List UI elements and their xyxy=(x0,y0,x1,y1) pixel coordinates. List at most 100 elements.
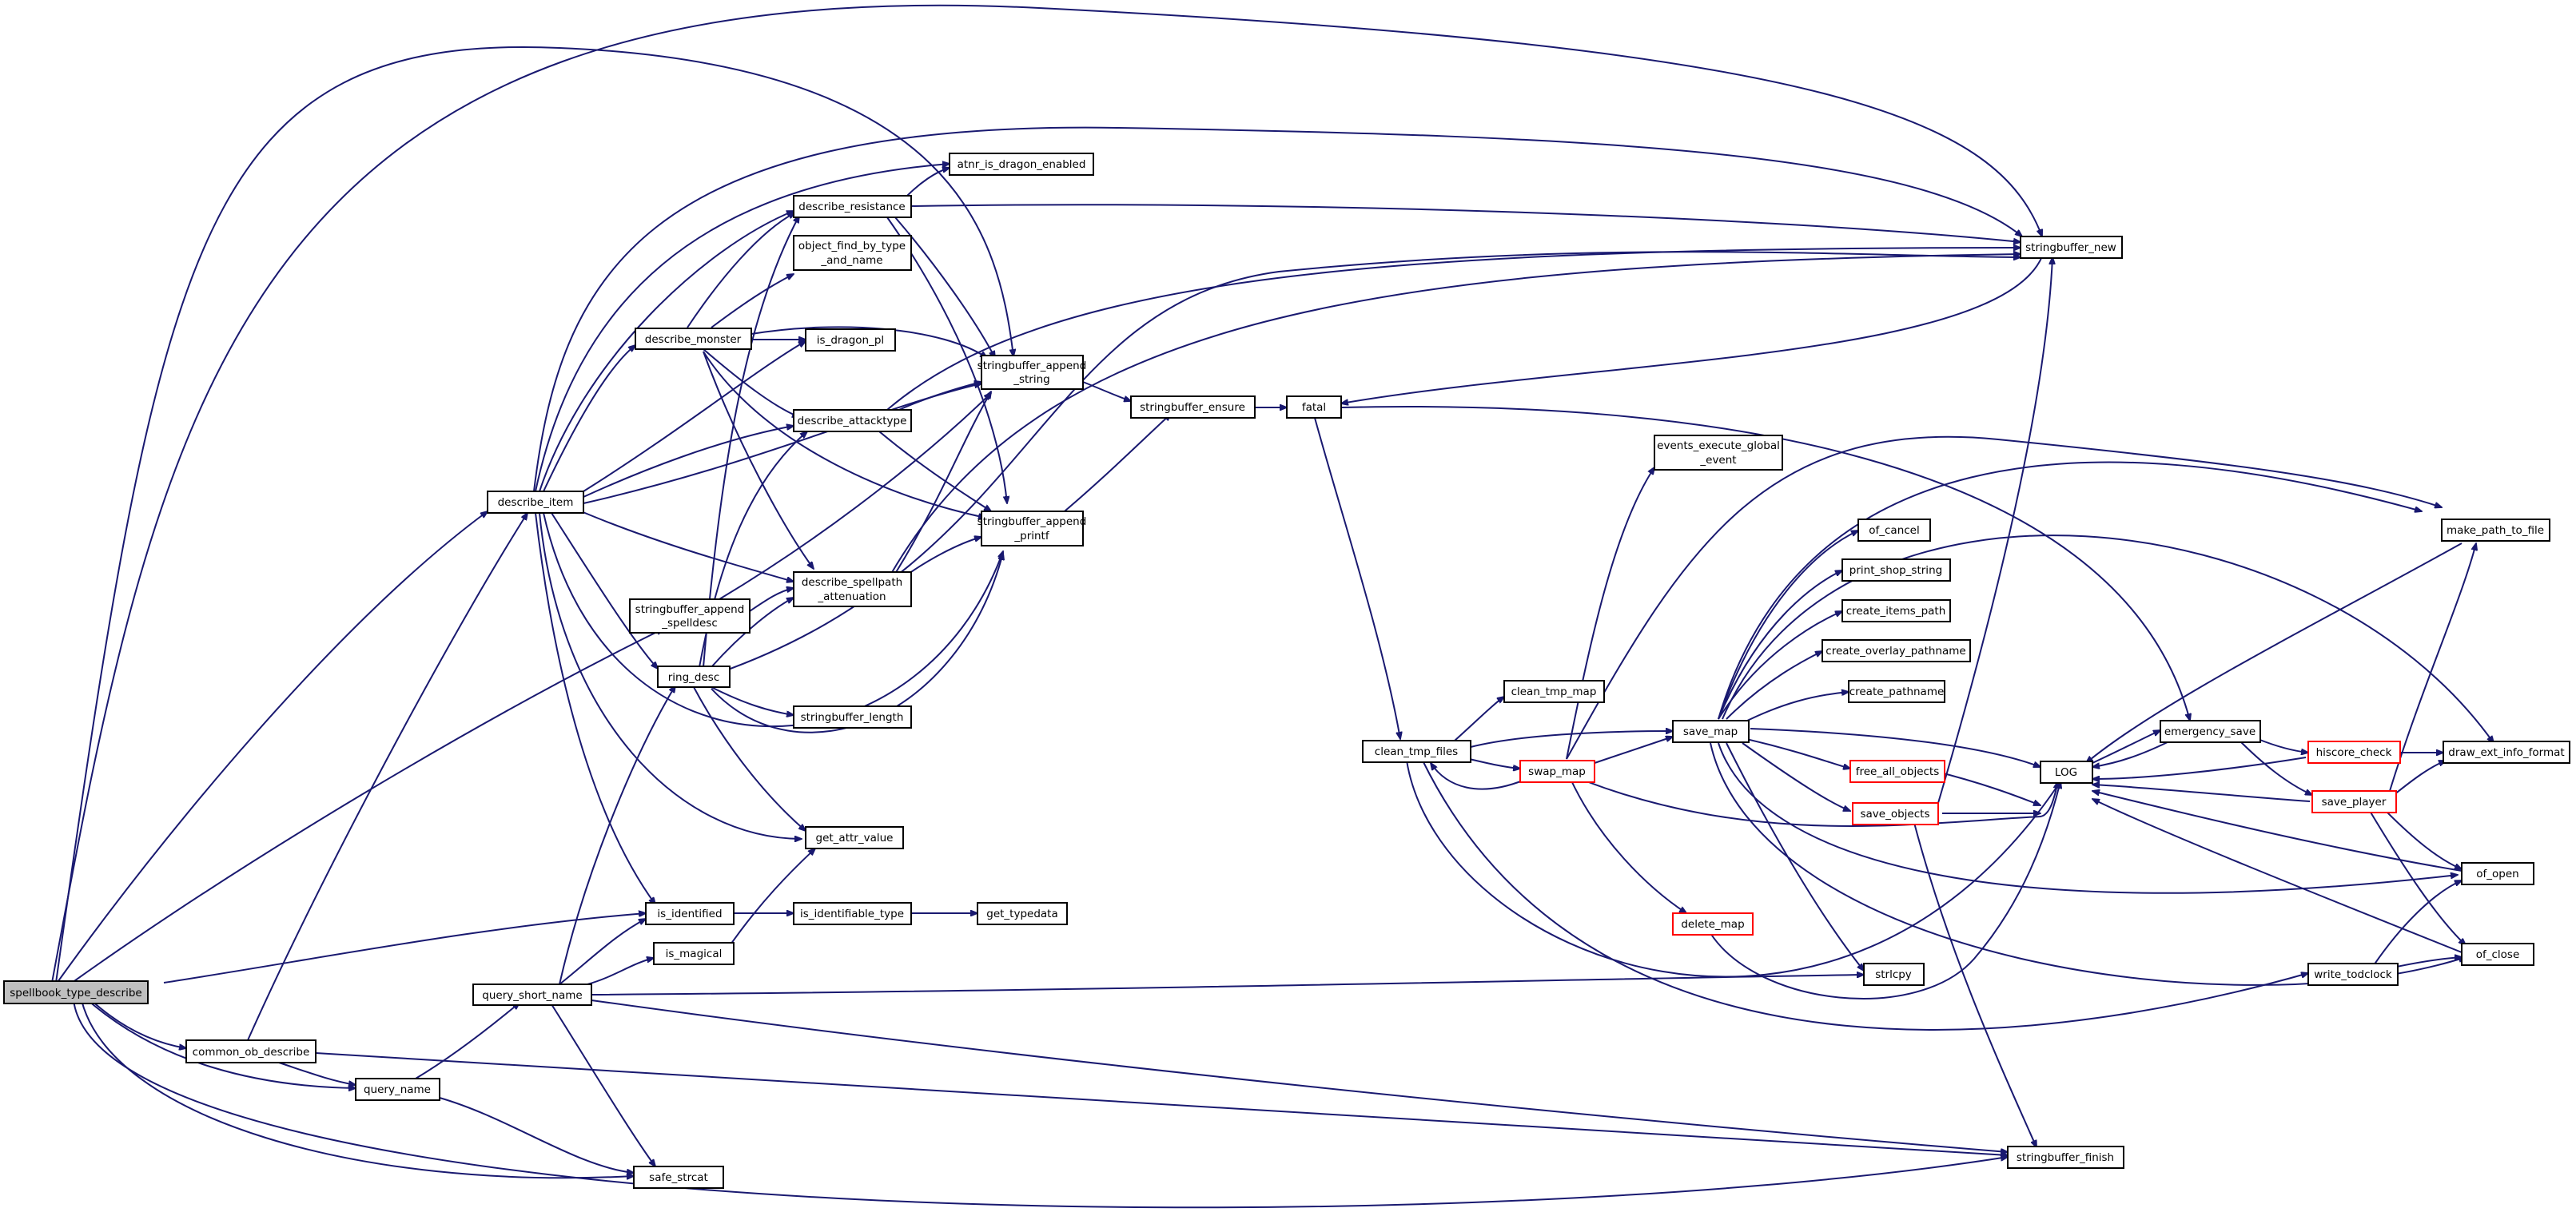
node-safe_strcat[interactable]: safe_strcat xyxy=(633,1166,724,1189)
edge-fatal-to-clean_tmp_files xyxy=(1314,417,1400,739)
edge-stringbuffer_append_spelldesc-to-stringbuffer_append_string xyxy=(719,393,991,600)
node-label: atnr_is_dragon_enabled xyxy=(958,158,1086,171)
node-describe_attacktype[interactable]: describe_attacktype xyxy=(793,409,912,432)
node-write_todclock[interactable]: write_todclock xyxy=(2307,963,2399,986)
node-label: save_objects xyxy=(1861,808,1930,821)
node-stringbuffer_append_spelldesc[interactable]: stringbuffer_append _spelldesc xyxy=(629,598,751,634)
edge-ring_desc-to-get_attr_value xyxy=(693,686,806,831)
node-make_path_to_file[interactable]: make_path_to_file xyxy=(2441,519,2550,542)
node-common_ob_describe[interactable]: common_ob_describe xyxy=(185,1039,317,1063)
node-save_objects[interactable]: save_objects xyxy=(1852,802,1939,825)
node-label: make_path_to_file xyxy=(2447,524,2544,537)
edge-save_player-to-LOG xyxy=(2092,785,2311,802)
node-stringbuffer_append_string[interactable]: stringbuffer_append _string xyxy=(977,355,1087,390)
edge-save_map-to-save_objects xyxy=(1742,742,1850,812)
node-query_name[interactable]: query_name xyxy=(355,1078,440,1101)
node-LOG[interactable]: LOG xyxy=(2040,761,2093,784)
node-atnr_is_dragon_enabled[interactable]: atnr_is_dragon_enabled xyxy=(949,153,1094,176)
node-label: events_execute_global xyxy=(1657,439,1780,452)
node-emergency_save[interactable]: emergency_save xyxy=(2160,720,2261,743)
node-draw_ext_info_format[interactable]: draw_ext_info_format xyxy=(2443,741,2570,764)
node-describe_monster[interactable]: describe_monster xyxy=(635,328,752,350)
edge-describe_monster-to-describe_spellpath_attenuation xyxy=(703,351,814,569)
edge-describe_item-to-get_attr_value xyxy=(539,512,802,839)
edge-save_map-to-LOG xyxy=(1750,728,2040,767)
node-label: describe_attacktype xyxy=(798,415,907,427)
node-label: of_cancel xyxy=(1869,524,1920,537)
node-save_map[interactable]: save_map xyxy=(1672,720,1750,743)
edge-save_player-to-draw_ext_info_format xyxy=(2393,760,2446,796)
node-get_attr_value[interactable]: get_attr_value xyxy=(805,826,904,849)
edge-save_player-to-make_path_to_file xyxy=(2389,543,2476,792)
node-fatal[interactable]: fatal xyxy=(1286,395,1342,419)
edge-LOG-to-emergency_save xyxy=(2092,730,2160,764)
node-stringbuffer_new[interactable]: stringbuffer_new xyxy=(2020,236,2123,259)
node-label: is_identified xyxy=(657,908,722,920)
edge-ring_desc-to-stringbuffer_length xyxy=(711,686,794,715)
node-delete_map[interactable]: delete_map xyxy=(1672,912,1754,936)
node-describe_item[interactable]: describe_item xyxy=(487,491,584,514)
node-hiscore_check[interactable]: hiscore_check xyxy=(2307,741,2401,764)
node-describe_spellpath_attenuation[interactable]: describe_spellpath _attenuation xyxy=(793,571,912,607)
node-save_player[interactable]: save_player xyxy=(2311,790,2397,813)
node-label: is_dragon_pl xyxy=(817,334,884,347)
edge-clean_tmp_files-to-LOG xyxy=(1406,760,2062,978)
node-label: print_shop_string xyxy=(1849,564,1942,577)
node-stringbuffer_length[interactable]: stringbuffer_length xyxy=(793,705,912,729)
node-is_identifiable_type[interactable]: is_identifiable_type xyxy=(793,902,912,925)
node-label: draw_ext_info_format xyxy=(2448,746,2564,759)
edge-emergency_save-to-save_player xyxy=(2237,738,2312,795)
edge-emergency_save-to-hiscore_check xyxy=(2257,738,2308,753)
node-object_find_by_type_and_name[interactable]: object_find_by_type _and_name xyxy=(793,235,912,271)
node-is_dragon_pl[interactable]: is_dragon_pl xyxy=(805,328,896,352)
node-get_typedata[interactable]: get_typedata xyxy=(977,902,1068,925)
node-of_cancel[interactable]: of_cancel xyxy=(1857,519,1931,542)
node-label: describe_monster xyxy=(645,333,742,346)
edge-query_short_name-to-is_magical xyxy=(587,958,654,985)
node-print_shop_string[interactable]: print_shop_string xyxy=(1841,558,1951,582)
node-swap_map[interactable]: swap_map xyxy=(1519,760,1595,783)
edge-describe_resistance-to-stringbuffer_new xyxy=(910,204,2021,242)
nodes: spellbook_type_describe common_ob_descri… xyxy=(3,153,2570,1189)
edge-query_short_name-to-stringbuffer_finish xyxy=(591,999,2008,1152)
node-stringbuffer_append_printf[interactable]: stringbuffer_append _printf xyxy=(977,511,1087,546)
edge-spellbook_type_describe-to-stringbuffer_append_spelldesc xyxy=(71,629,663,984)
edge-describe_spellpath_attenuation-to-stringbuffer_append_string xyxy=(894,391,991,574)
node-clean_tmp_map[interactable]: clean_tmp_map xyxy=(1503,680,1605,703)
node-of_close[interactable]: of_close xyxy=(2461,943,2534,966)
node-label: safe_strcat xyxy=(649,1171,708,1184)
edge-save_map-to-make_path_to_file xyxy=(1718,461,2422,720)
node-spellbook_type_describe[interactable]: spellbook_type_describe xyxy=(3,980,149,1004)
edge-clean_tmp_files-to-save_map xyxy=(1470,731,1673,748)
node-label-line2: _string xyxy=(1013,373,1050,386)
edge-save_map-to-strlcpy xyxy=(1726,742,1864,971)
node-label: clean_tmp_files xyxy=(1375,745,1458,758)
node-ring_desc[interactable]: ring_desc xyxy=(657,666,731,688)
node-clean_tmp_files[interactable]: clean_tmp_files xyxy=(1362,740,1471,763)
node-stringbuffer_ensure[interactable]: stringbuffer_ensure xyxy=(1130,395,1256,419)
edge-describe_item-to-is_identified xyxy=(535,512,655,904)
node-create_overlay_pathname[interactable]: create_overlay_pathname xyxy=(1822,639,1971,662)
node-label: swap_map xyxy=(1528,765,1586,778)
node-label: stringbuffer_ensure xyxy=(1140,401,1245,414)
node-events_execute_global_event[interactable]: events_execute_global _event xyxy=(1654,435,1783,471)
edge-free_all_objects-to-LOG xyxy=(1933,770,2040,806)
node-describe_resistance[interactable]: describe_resistance xyxy=(793,195,912,218)
node-create_pathname[interactable]: create_pathname xyxy=(1848,680,1945,703)
node-query_short_name[interactable]: query_short_name xyxy=(472,984,592,1006)
node-is_magical[interactable]: is_magical xyxy=(653,942,735,965)
edge-swap_map-to-save_map xyxy=(1594,737,1673,764)
node-of_open[interactable]: of_open xyxy=(2461,862,2534,885)
node-label: common_ob_describe xyxy=(193,1046,310,1059)
edge-common_ob_describe-to-describe_item xyxy=(247,513,528,1041)
node-label: delete_map xyxy=(1681,918,1744,931)
edge-describe_resistance-to-stringbuffer_append_string xyxy=(894,217,995,358)
node-stringbuffer_finish[interactable]: stringbuffer_finish xyxy=(2007,1146,2124,1169)
node-create_items_path[interactable]: create_items_path xyxy=(1841,599,1951,622)
node-label: stringbuffer_finish xyxy=(2017,1151,2114,1164)
node-strlcpy[interactable]: strlcpy xyxy=(1863,963,1925,986)
node-free_all_objects[interactable]: free_all_objects xyxy=(1849,760,1945,783)
edge-clean_tmp_files-to-write_todclock xyxy=(1422,760,2308,1031)
node-is_identified[interactable]: is_identified xyxy=(645,902,735,925)
edge-spellbook_type_describe-to-describe_item xyxy=(55,511,488,985)
